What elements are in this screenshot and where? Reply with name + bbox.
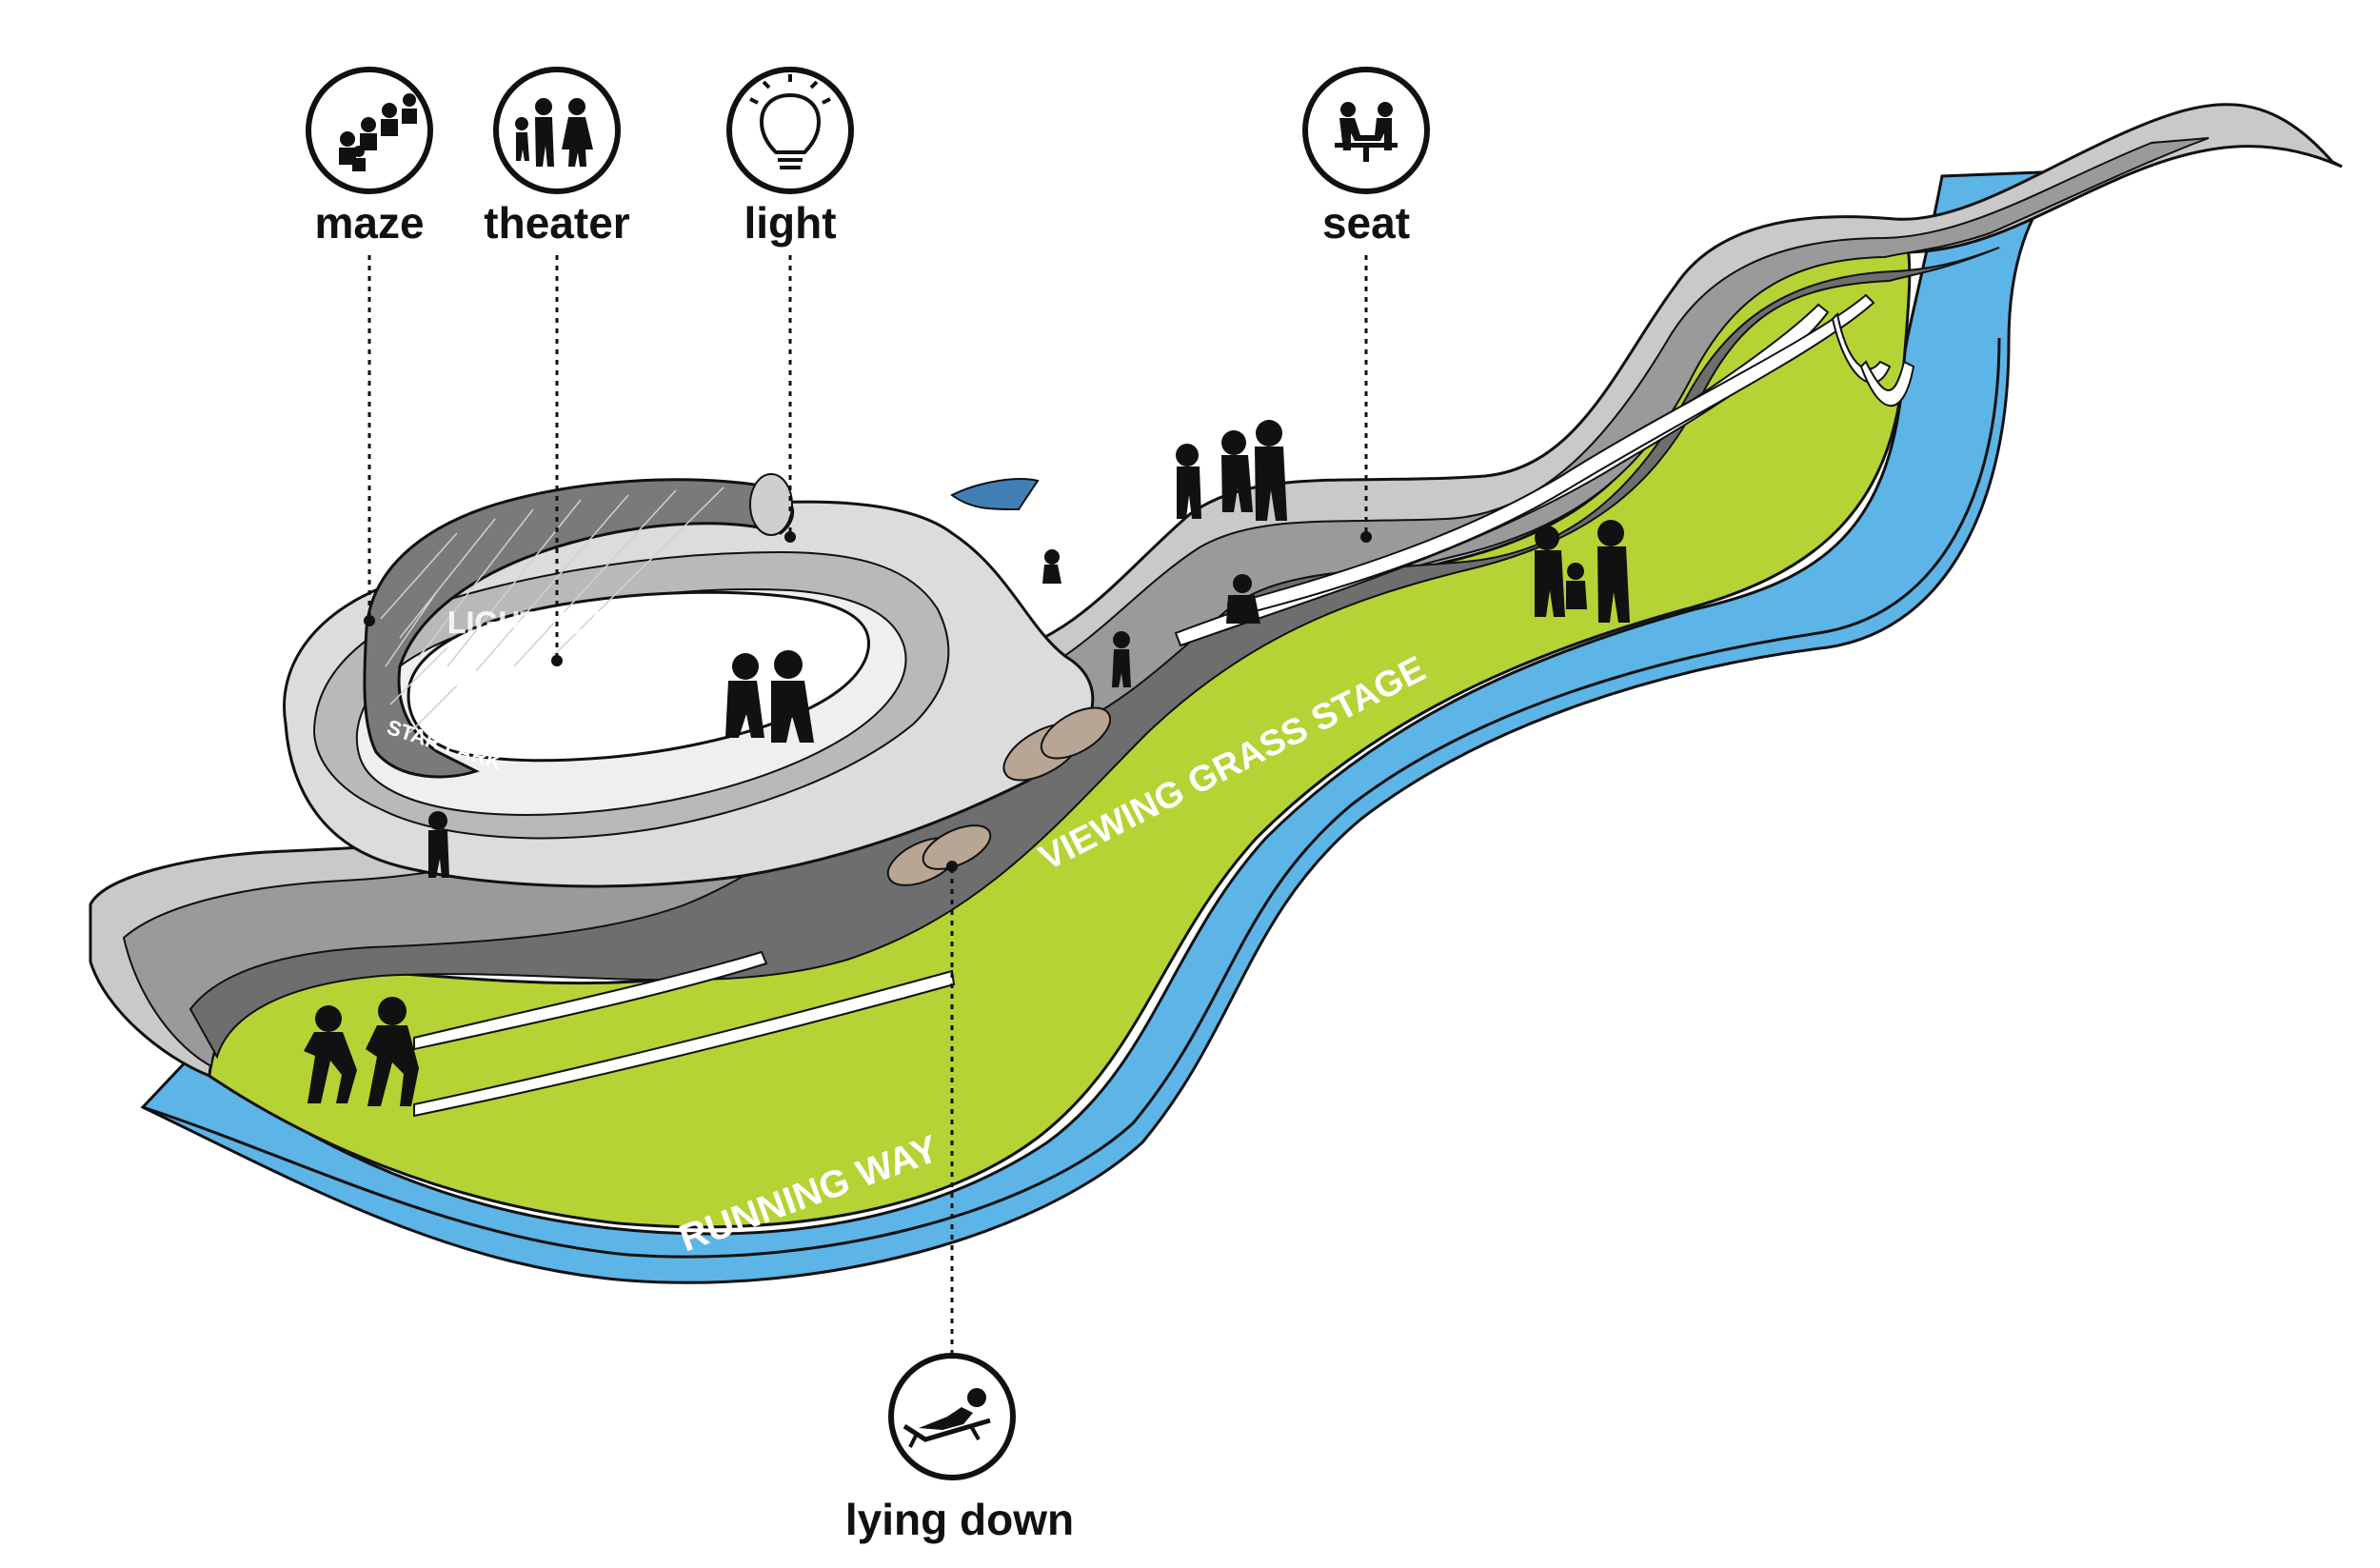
person-silhouette [1535,520,1630,623]
person-silhouette [304,997,419,1106]
people-seated-icon [1302,67,1430,194]
seat-label: seat [1322,198,1410,248]
person-silhouette [725,650,814,743]
person-silhouette [1176,420,1287,521]
light-callout: light [726,67,854,248]
lounger-stones [886,706,1112,886]
leader-lines [364,255,1372,1354]
person-silhouette [1042,549,1260,687]
family-icon [493,67,621,194]
theater-label: theater [484,198,629,248]
pool [950,478,1040,511]
light-year-stage-label: LIGHT YEAR STAGE [447,605,743,640]
lying-down-label: lying down [845,1495,1074,1544]
person-silhouette [428,811,449,878]
park-landform: STAR PARK [89,103,2343,1284]
mesh-dome: STAR PARK [363,473,794,779]
light-label: light [744,198,836,248]
lightbulb-icon [726,67,854,194]
seat-callout: seat [1302,67,1430,248]
maze-label: maze [314,198,424,248]
people-silhouettes [304,420,1630,1106]
theater-callout: theater [484,67,630,248]
lying-down-callout: lying down [845,1353,1074,1544]
maze-callout: maze [306,67,433,248]
